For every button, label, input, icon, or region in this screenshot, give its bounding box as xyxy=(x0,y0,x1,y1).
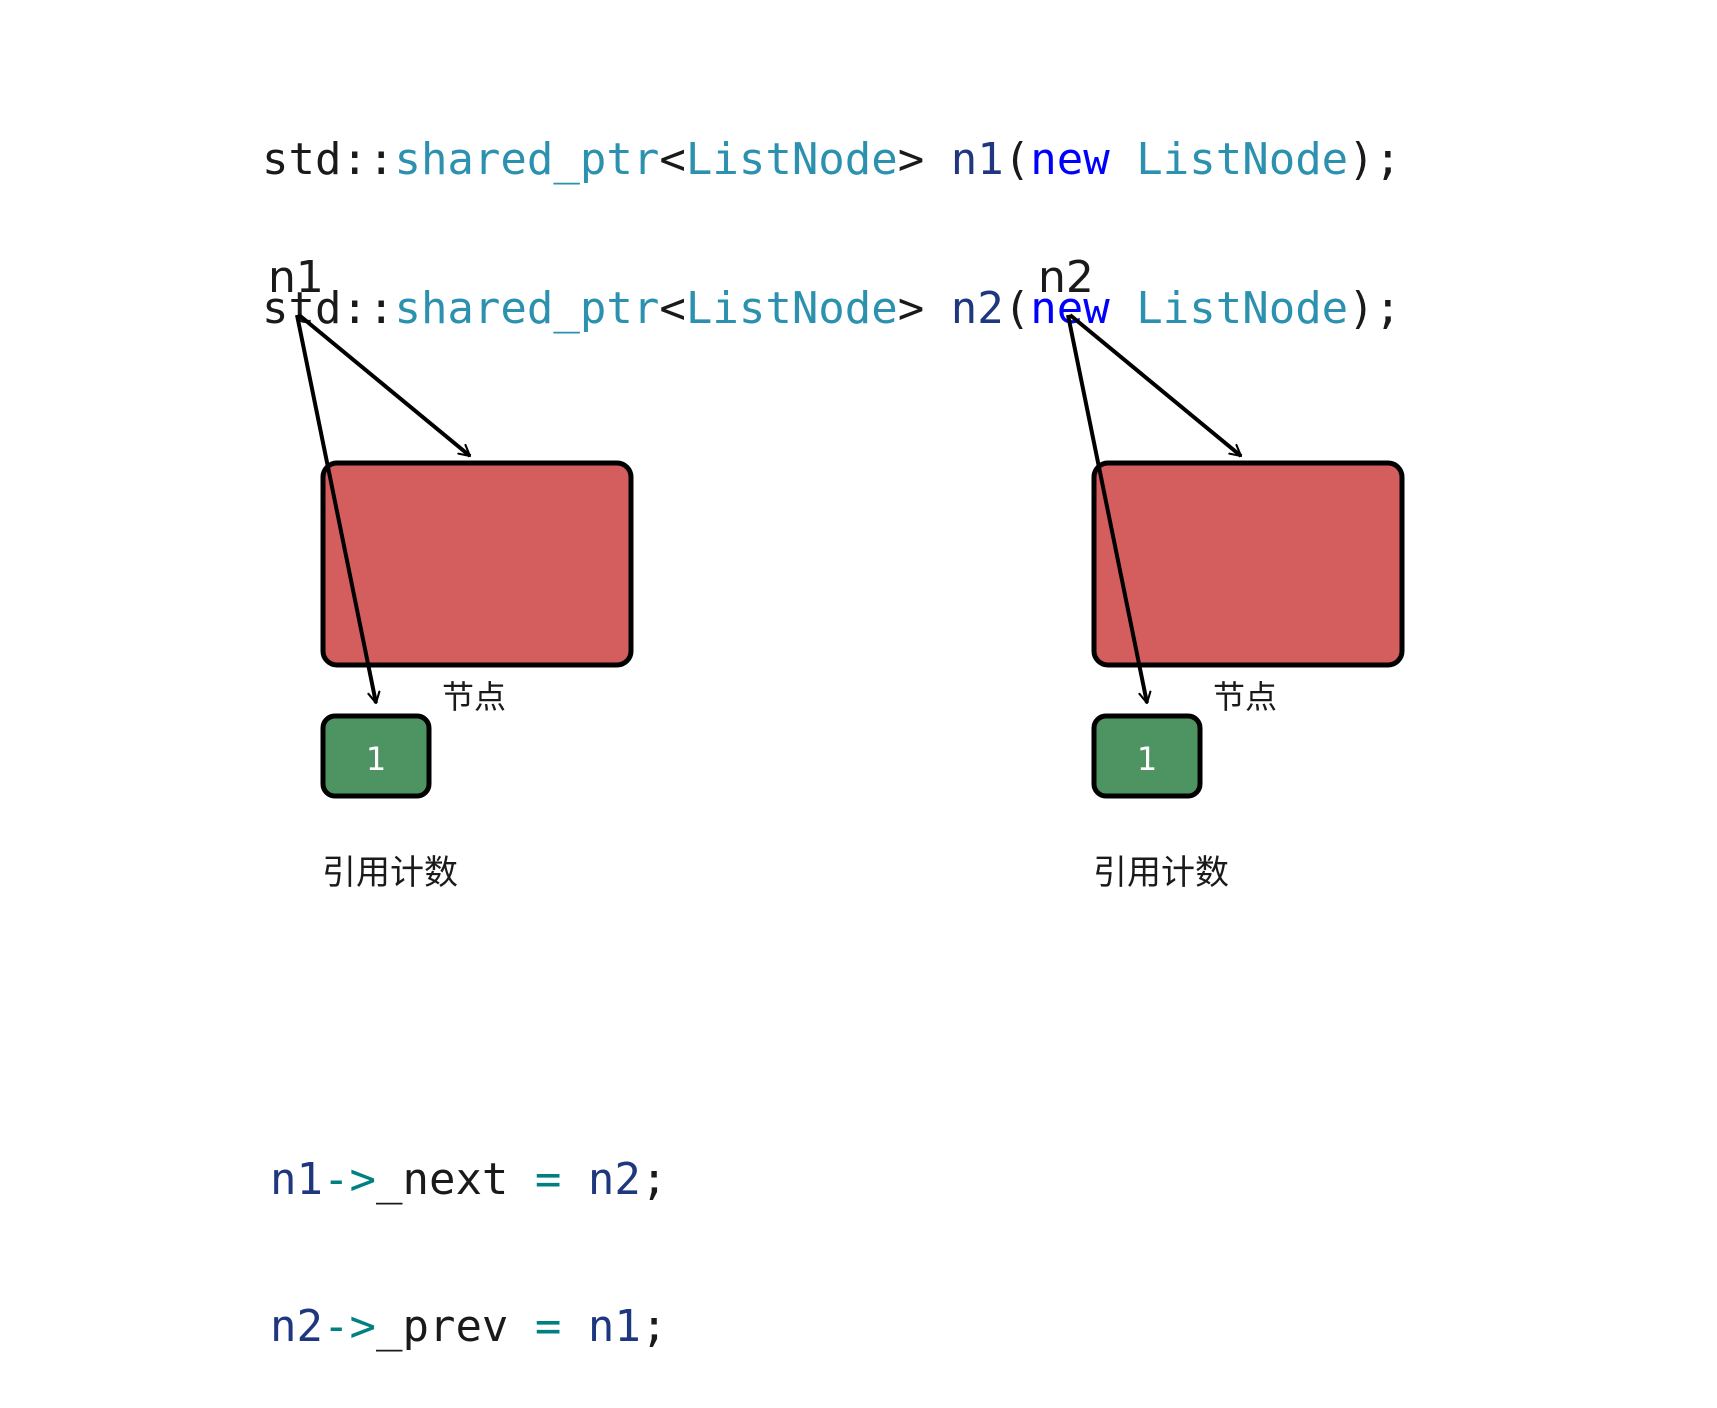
code-type: shared_ptr xyxy=(394,134,660,185)
code-constructor: ListNode xyxy=(1136,134,1349,185)
code-member: _prev xyxy=(375,1301,509,1352)
code-type: shared_ptr xyxy=(394,283,660,334)
code-angle-close: > xyxy=(897,283,925,334)
arrow-n2-to-count xyxy=(1066,314,1152,705)
arrow-n2-to-node xyxy=(1068,313,1243,458)
code-value: n1 xyxy=(587,1301,641,1352)
code-object: n2 xyxy=(270,1301,323,1352)
refcount-value-left: 1 xyxy=(366,740,386,778)
code-member: _next xyxy=(375,1154,509,1205)
refcount-box-right xyxy=(1091,713,1203,799)
pointer-label-n1: n1 xyxy=(268,252,324,303)
pointer-label-n2: n2 xyxy=(1038,252,1094,303)
code-value: n2 xyxy=(587,1154,641,1205)
refcount-box-left xyxy=(320,713,432,799)
code-keyword: new xyxy=(1030,134,1110,185)
node-box-right xyxy=(1091,460,1405,668)
code-arrow-operator: -> xyxy=(322,1301,376,1352)
right-group: n2 节点 1 引用计数 xyxy=(1038,252,1405,893)
code-block-bottom: n1->_next = n2; n2->_prev = n1; xyxy=(270,1070,667,1408)
arrow-n1-to-node xyxy=(297,313,472,458)
code-line-1: std::shared_ptr<ListNode> n1(new ListNod… xyxy=(262,138,1401,199)
code-paren-open: ( xyxy=(1003,283,1031,334)
code-assign: = xyxy=(508,1154,588,1205)
refcount-label-left: 引用计数 xyxy=(322,853,458,893)
pointer-diagram: n1 节点 1 引用计数 n2 节点 1 引用计数 xyxy=(268,252,1405,893)
code-angle-open: < xyxy=(659,283,686,334)
node-label-left: 节点 xyxy=(442,678,506,716)
code-constructor: ListNode xyxy=(1136,283,1349,334)
arrow-n1-to-count xyxy=(295,314,381,705)
refcount-value-right: 1 xyxy=(1137,740,1157,778)
node-box-left xyxy=(320,460,634,668)
code-angle-close: > xyxy=(897,134,925,185)
left-group: n1 节点 1 引用计数 xyxy=(268,252,634,893)
code-namespace: std:: xyxy=(262,134,395,185)
code-line-prev: n2->_prev = n1; xyxy=(270,1305,667,1364)
code-paren-close: ); xyxy=(1348,134,1402,185)
code-paren-open: ( xyxy=(1003,134,1031,185)
code-variable: n1 xyxy=(950,134,1004,185)
code-arrow-operator: -> xyxy=(322,1154,376,1205)
node-label-right: 节点 xyxy=(1213,678,1277,716)
code-assign: = xyxy=(508,1301,588,1352)
code-semicolon: ; xyxy=(640,1301,668,1352)
code-namespace: std:: xyxy=(262,283,395,334)
code-variable: n2 xyxy=(950,283,1004,334)
refcount-label-right: 引用计数 xyxy=(1093,853,1229,893)
code-object: n1 xyxy=(270,1154,323,1205)
code-template-arg: ListNode xyxy=(685,283,898,334)
code-line-2: std::shared_ptr<ListNode> n2(new ListNod… xyxy=(262,287,1401,348)
code-line-next: n1->_next = n2; xyxy=(270,1158,667,1217)
code-template-arg: ListNode xyxy=(685,134,898,185)
code-angle-open: < xyxy=(659,134,686,185)
code-paren-close: ); xyxy=(1348,283,1402,334)
code-block-top: std::shared_ptr<ListNode> n1(new ListNod… xyxy=(262,50,1401,392)
code-semicolon: ; xyxy=(640,1154,668,1205)
